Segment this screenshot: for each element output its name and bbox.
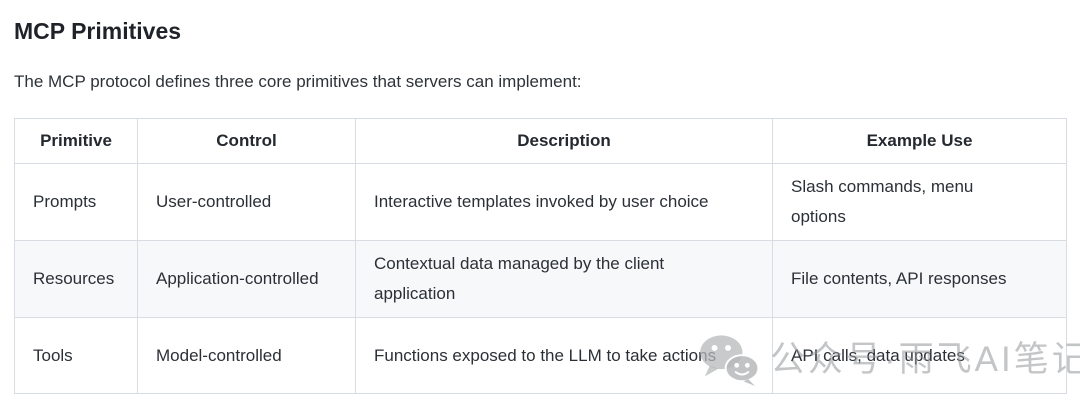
cell-text: API calls, data updates — [791, 345, 965, 365]
table-header: Primitive Control Description Example Us… — [14, 118, 1067, 164]
table-row: Prompts User-controlled Interactive temp… — [14, 163, 1067, 241]
cell-text: User-controlled — [156, 192, 272, 211]
column-header-example-use: Example Use — [772, 118, 1067, 164]
cell-control: User-controlled — [137, 163, 356, 241]
cell-control: Model-controlled — [137, 317, 356, 394]
cell-text: Tools — [33, 345, 73, 365]
cell-description: Interactive templates invoked by user ch… — [355, 163, 773, 241]
table-row: Resources Application-controlled Context… — [14, 240, 1067, 318]
cell-text: Slash commands, menu options — [791, 177, 974, 226]
cell-text: Prompts — [33, 192, 97, 211]
cell-example-use: File contents, API responses — [772, 240, 1067, 318]
cell-description: Contextual data managed by the client ap… — [355, 240, 773, 318]
cell-text: Contextual data managed by the client ap… — [374, 254, 665, 303]
cell-text: Application-controlled — [156, 269, 319, 288]
primitives-table: Primitive Control Description Example Us… — [14, 118, 1067, 394]
table-row: Tools Model-controlled Functions exposed… — [14, 317, 1067, 394]
cell-text: Functions exposed to the LLM to take act… — [374, 345, 717, 365]
cell-text: Resources — [33, 269, 115, 288]
column-header-primitive: Primitive — [14, 118, 138, 164]
cell-primitive: Prompts — [14, 163, 138, 241]
cell-text: Model-controlled — [156, 345, 282, 365]
cell-description: Functions exposed to the LLM to take act… — [355, 317, 773, 394]
cell-example-use: Slash commands, menu options — [772, 163, 1067, 241]
cell-control: Application-controlled — [137, 240, 356, 318]
cell-primitive: Resources — [14, 240, 138, 318]
page-title: MCP Primitives — [14, 18, 182, 44]
intro-text: The MCP protocol defines three core prim… — [14, 72, 582, 91]
cell-example-use: API calls, data updates — [772, 317, 1067, 394]
cell-text: File contents, API responses — [791, 269, 1007, 288]
table-header-row: Primitive Control Description Example Us… — [14, 118, 1067, 164]
column-header-description: Description — [355, 118, 773, 164]
cell-primitive: Tools — [14, 317, 138, 394]
cell-text: Interactive templates invoked by user ch… — [374, 192, 709, 211]
column-header-control: Control — [137, 118, 356, 164]
